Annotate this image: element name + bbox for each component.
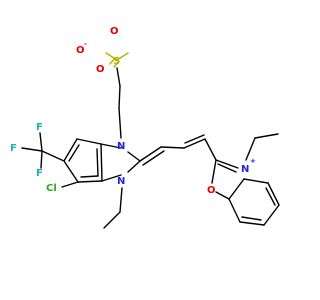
bond: [80, 175, 99, 178]
bond: [100, 143, 103, 182]
fluorine-label: F: [10, 143, 17, 154]
bond: [101, 174, 122, 182]
bond: [243, 178, 269, 184]
bond: [116, 67, 121, 87]
bond: [118, 107, 122, 139]
bond: [239, 221, 265, 226]
negative-charge-label: -: [84, 40, 87, 48]
sulfonate-group: [105, 52, 129, 68]
molecule-diagram: O - O S O N N F F F Cl N + O: [10, 26, 280, 229]
methine-bridge: [139, 134, 217, 166]
bond: [215, 191, 230, 200]
nitrogen-cation-label: N: [241, 164, 249, 175]
bond: [100, 143, 122, 149]
fluorine-label: F: [36, 122, 43, 133]
nitrogen-lower-label: N: [117, 176, 125, 187]
benzoxazolium-ring: [211, 159, 280, 226]
bond: [217, 163, 237, 173]
nitrogen-upper-label: N: [117, 141, 125, 152]
chlorine-label: Cl: [46, 183, 57, 194]
bond: [76, 138, 102, 145]
bond: [118, 85, 121, 109]
bond: [96, 148, 99, 177]
bond: [160, 146, 185, 149]
bond: [183, 138, 206, 149]
propyl-chain: [116, 67, 122, 139]
bond: [77, 180, 103, 183]
oxazole-oxygen-label: O: [207, 185, 216, 196]
trifluoromethyl-group: [21, 132, 65, 169]
bond: [211, 159, 217, 184]
bond: [265, 187, 276, 206]
bond: [41, 150, 65, 162]
bond: [21, 147, 43, 152]
bond: [113, 60, 120, 68]
bond: [109, 57, 116, 65]
bond: [39, 132, 43, 152]
bond: [116, 52, 129, 61]
sulfonate-oxygen-bottom-label: O: [96, 64, 105, 75]
bond: [241, 216, 262, 221]
bond: [267, 182, 280, 206]
fluorine-label: F: [36, 168, 43, 179]
bond: [127, 160, 141, 173]
sulfonate-oxygen-minus-label: O: [76, 45, 85, 56]
bond: [119, 187, 123, 213]
ethyl-group-lower: [103, 187, 123, 229]
bond: [103, 211, 121, 229]
positive-charge-label: +: [250, 157, 256, 165]
benzimidazole-ring: [63, 138, 141, 183]
bond: [228, 198, 241, 223]
bond: [142, 150, 165, 166]
bond: [184, 134, 205, 144]
bond: [40, 150, 43, 169]
ethyl-group-right: [245, 133, 279, 161]
bond: [245, 137, 256, 161]
bond: [263, 204, 280, 226]
sulfur-label: S: [113, 56, 120, 67]
bond: [204, 138, 217, 161]
chloro-substituent: [61, 181, 79, 188]
bond: [68, 144, 80, 162]
bond: [254, 133, 279, 139]
bond: [127, 151, 141, 162]
bond: [215, 159, 239, 169]
bond: [139, 146, 162, 162]
bond: [228, 178, 245, 200]
bond: [61, 181, 79, 188]
sulfonate-oxygen-top-label: O: [110, 26, 119, 37]
structure-canvas: O - O S O N N F F F Cl N + O: [10, 26, 280, 229]
bond: [63, 138, 78, 162]
bond: [63, 160, 79, 183]
